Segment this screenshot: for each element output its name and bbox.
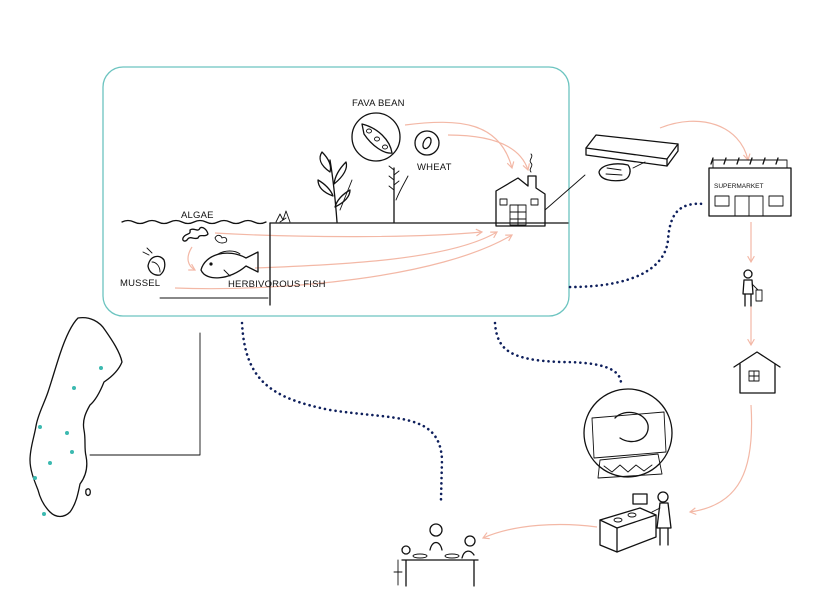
- shopper-icon: [742, 269, 763, 307]
- house-icon: [733, 351, 781, 394]
- label-fava-bean: FAVA BEAN: [352, 98, 405, 109]
- sweden-map-icon: [29, 316, 123, 518]
- arrow-package-to-supermarket: [659, 120, 751, 162]
- dining-table-icon: [393, 523, 479, 587]
- dotted-link-factory-supermarket: [568, 202, 707, 289]
- dotted-link-frame-menu: [493, 321, 623, 387]
- factory-icon: [495, 153, 586, 227]
- arrow-wheat-to-factory: [447, 134, 530, 172]
- food-package-icon: [585, 134, 679, 182]
- arrow-algae-to-fish: [187, 246, 197, 271]
- water-surface: [121, 219, 267, 225]
- arrow-algae-to-factory: [214, 228, 484, 238]
- algae-icon: [182, 226, 228, 244]
- production-frame: [102, 66, 570, 317]
- arrow-mussel-to-factory: [174, 234, 514, 290]
- cook-person-icon: [651, 491, 672, 546]
- label-algae: ALGAE: [181, 210, 214, 221]
- bean-plant-icon: [317, 151, 353, 223]
- dotted-link-frame-dining: [240, 321, 444, 502]
- map-leader-line: [89, 332, 201, 456]
- fava-bean-icon: [351, 112, 401, 162]
- arrow-house-to-kitchen: [688, 404, 753, 516]
- menu-circle-icon: [583, 388, 673, 479]
- wheat-plant-icon: [388, 165, 409, 223]
- arrow-fish-to-factory: [254, 231, 499, 269]
- label-supermarket: SUPERMARKET: [714, 183, 764, 190]
- shrub-icon: [275, 210, 291, 223]
- label-herbivorous-fish: HERBIVOROUS FISH: [228, 279, 326, 290]
- kitchen-stove-icon: [599, 493, 657, 553]
- flow-arrows: [174, 120, 755, 540]
- arrow-fava-to-factory: [404, 121, 515, 170]
- dotted-links: [240, 202, 707, 502]
- supermarket-icon: [708, 157, 792, 217]
- fish-icon: [200, 250, 259, 279]
- wheat-grain-icon: [414, 130, 440, 156]
- mussel-icon: [142, 247, 166, 276]
- label-mussel: MUSSEL: [120, 278, 160, 289]
- label-wheat: WHEAT: [417, 162, 452, 173]
- arrow-kitchen-to-dining: [481, 523, 598, 540]
